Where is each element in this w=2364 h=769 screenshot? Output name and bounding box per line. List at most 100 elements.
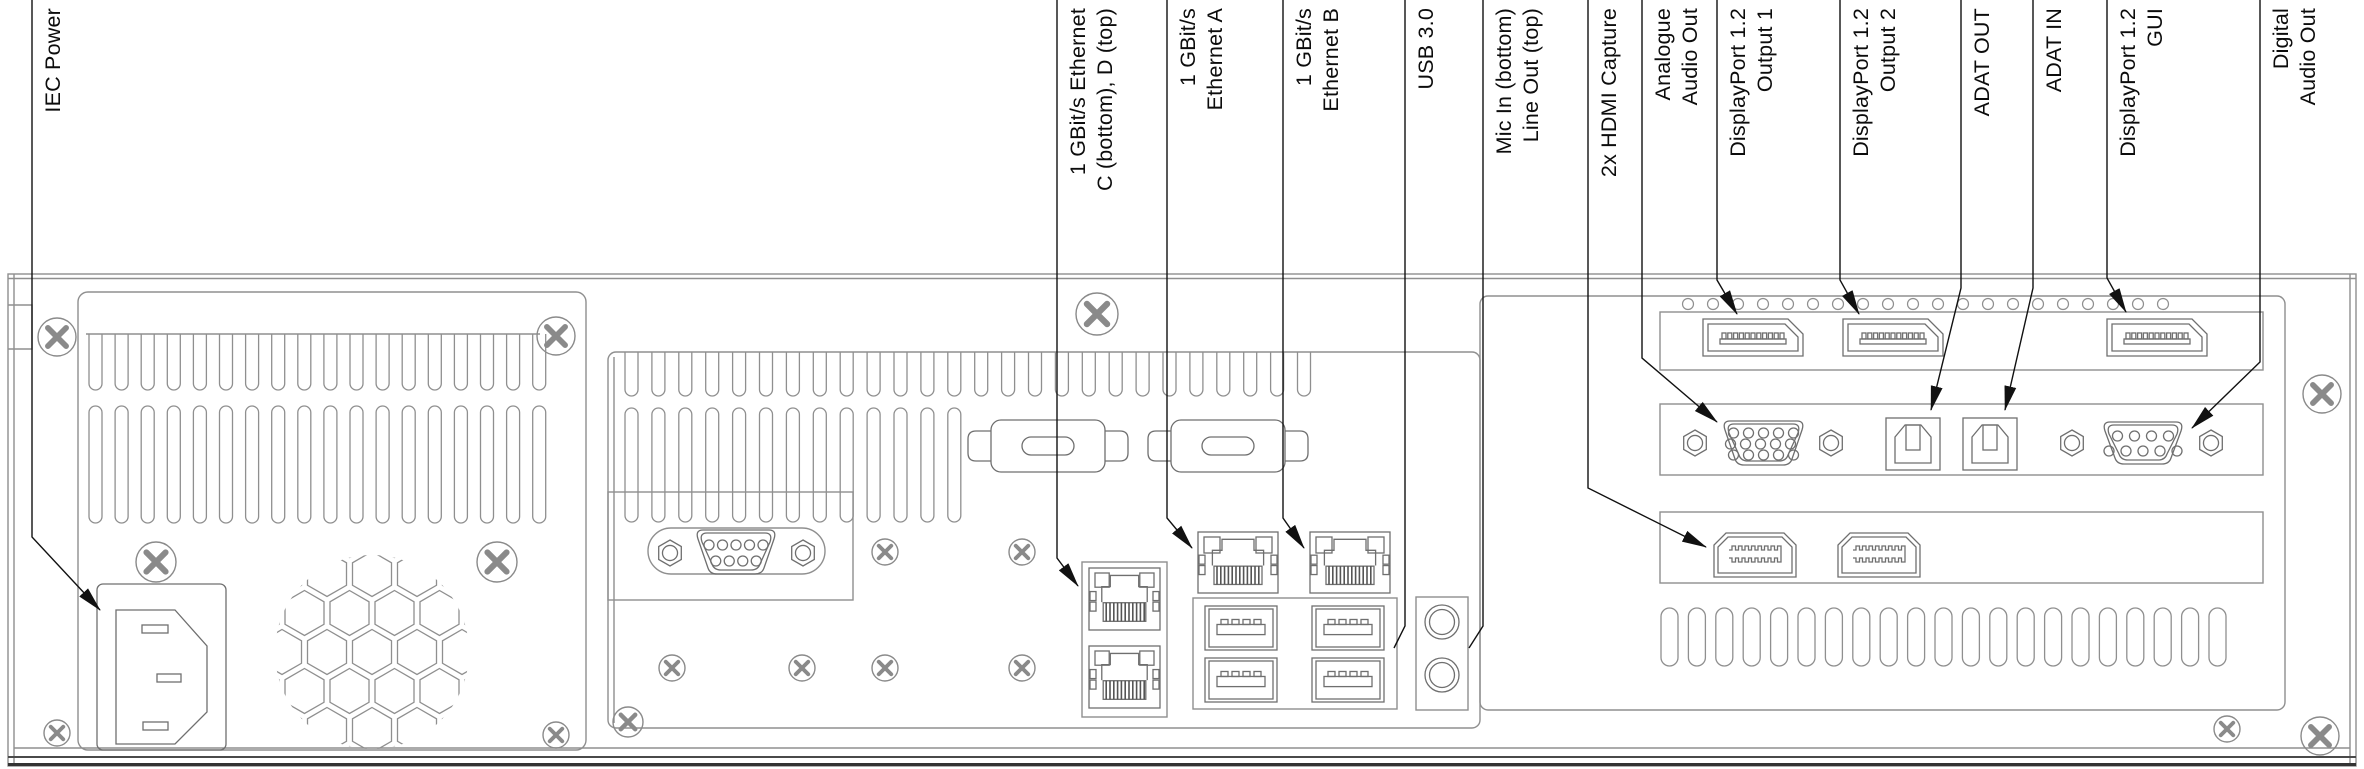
leader-analogue-out [1641,0,1718,423]
port-label-ethernet-b-1: 1 GBit/s [1292,8,1316,86]
audio-jack-plate [1415,596,1469,711]
screw-icon [2300,716,2340,756]
screw-icon [37,317,77,357]
usb-a-port-icon [1204,657,1278,703]
expansion-slot-3 [1659,511,2264,584]
port-label-ethernet-cd-1: 1 GBit/s Ethernet [1066,8,1090,175]
bracket-vent-holes [1681,297,2170,311]
expansion-slot-2 [1659,403,2264,476]
screw-icon [476,541,518,583]
port-label-ethernet-cd-2: C (bottom), D (top) [1093,8,1117,191]
leader-usb [1393,0,1406,649]
leader-dp-output-2 [1839,0,1860,315]
leader-adat-out [1930,0,1962,411]
rj45-ethernet-c-icon [1088,645,1161,709]
port-label-usb: USB 3.0 [1414,8,1438,89]
screw-icon [1008,538,1036,566]
port-label-analogue-1: Analogue [1651,8,1675,100]
toslink-adat-out-icon [1885,417,1941,471]
screw-icon [788,654,816,682]
expansion-slot-1 [1659,311,2264,371]
vent-slots [88,334,2227,667]
port-label-adat-out: ADAT OUT [1970,8,1994,116]
psu-vent-row-bottom [88,405,547,524]
screw-icon [536,316,576,356]
port-label-analogue-2: Audio Out [1678,8,1702,105]
fan-grille-icon [275,555,469,749]
usb-group-plate [1192,597,1398,710]
leader-dp-gui [2106,0,2127,313]
callout-leader-lines [31,0,2261,649]
io-vent-row-bottom [624,407,962,523]
serial-subplate [607,491,854,601]
screw-icon [658,654,686,682]
screw-icon [2302,374,2342,414]
leader-hdmi-capture [1587,0,1707,548]
port-label-adat-in: ADAT IN [2042,8,2066,92]
blank-cutout-icon [1147,419,1309,473]
screw-icon [1075,292,1119,336]
leader-ethernet-b [1282,0,1305,549]
screw-icon [2213,715,2241,743]
hdmi-port-1-icon [1713,532,1797,578]
connectors-layer [96,318,2223,751]
screw-icon [871,654,899,682]
port-label-dp-out2-1: DisplayPort 1.2 [1849,8,1873,157]
expansion-bay [1479,295,2286,711]
leader-adat-in [2004,0,2034,411]
leader-ethernet-c-d [1056,0,1079,587]
iec-c14-inlet-icon [96,583,227,751]
port-label-dp-out2-2: Output 2 [1876,8,1900,92]
leader-mic-line [1468,0,1484,649]
chassis-outline [7,273,2357,767]
port-label-ethernet-a-2: Ethernet A [1203,8,1227,111]
port-label-digital-1: Digital [2269,8,2293,69]
io-vent-row-top [624,352,1312,397]
screws-layer [37,292,2342,756]
screw-icon [542,721,570,749]
serial-recess [647,527,826,575]
rj45-ethernet-a-icon [1197,531,1279,594]
psu-plate [77,291,587,751]
displayport-gui-icon [2106,318,2208,357]
db9-digital-audio-out-icon [2060,421,2223,465]
port-label-ethernet-b-2: Ethernet B [1319,8,1343,112]
chassis-border [7,273,2357,767]
port-label-ethernet-a-1: 1 GBit/s [1176,8,1200,86]
psu-vent-row-top [88,334,547,391]
callout-labels: IEC Power 1 GBit/s Ethernet C (bottom), … [41,8,2320,191]
vga-de15-analogue-out-icon [1683,420,1843,466]
leader-iec-power [31,0,101,611]
bay-vent-row [1660,607,2227,667]
audio-jack-mic-in-icon [1424,657,1460,693]
leader-digital-audio-out [2191,0,2261,429]
port-label-hdmi-capture: 2x HDMI Capture [1597,8,1621,177]
port-label-digital-2: Audio Out [2296,8,2320,105]
usb-a-port-icon [1311,605,1385,651]
usb-a-port-icon [1311,657,1385,703]
port-label-dp-out1-2: Output 1 [1753,8,1777,92]
left-ear-notch [8,304,33,350]
port-label-iec-power: IEC Power [41,8,65,113]
rj45-ethernet-b-icon [1309,531,1391,594]
screw-icon [871,538,899,566]
screw-icon [135,541,177,583]
audio-jack-line-out-icon [1424,604,1460,640]
port-label-mic-line-2: Line Out (top) [1519,8,1543,142]
toslink-adat-in-icon [1962,417,2018,471]
screw-icon [1008,654,1036,682]
screw-icon [43,719,71,747]
port-label-dp-gui-1: DisplayPort 1.2 [2116,8,2140,157]
blank-cutout-icon [967,419,1129,473]
displayport-output2-icon [1842,318,1944,357]
hdmi-port-2-icon [1837,532,1921,578]
db9-serial-port-icon [658,529,815,575]
usb-a-port-icon [1204,605,1278,651]
displayport-output1-icon [1702,318,1804,357]
rj45-ethernet-d-icon [1088,567,1161,631]
port-label-dp-gui-2: GUI [2143,8,2167,47]
rj45-stack-plate [1081,561,1168,718]
port-label-dp-out1-1: DisplayPort 1.2 [1726,8,1750,157]
